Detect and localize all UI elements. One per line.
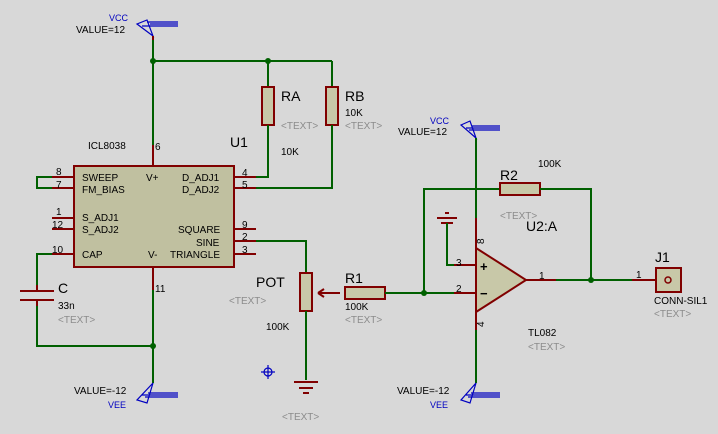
pot-value: 100K [266,322,290,333]
vee-left-name: VEE [108,400,126,410]
ic-pin-name-square: SQUARE [178,225,221,236]
vee-left-terminal[interactable]: VALUE=-12 VEE [74,382,178,410]
vee-left-value: VALUE=-12 [74,386,127,397]
cap-text: <TEXT> [58,315,95,326]
ic-pin-9: 9 [242,220,248,231]
opamp-part: TL082 [528,328,557,339]
j1-pin-1: 1 [636,270,642,281]
ic-pin-name-cap: CAP [82,250,103,261]
vcc-opamp-value: VALUE=12 [398,127,447,138]
opamp-pin-1: 1 [539,271,545,282]
ground-symbol-opamp [437,212,457,224]
ic-pin-name-vminus: V- [148,250,157,261]
ic-pin-8: 8 [56,167,62,178]
resistor-ra[interactable]: RA <TEXT> 10K [261,86,318,158]
ground-symbol: <TEXT> [282,381,319,423]
ic-pin-name-triangle: TRIANGLE [170,250,220,261]
power-arrow-icon [135,19,178,38]
power-arrow-icon [459,120,500,140]
j1-text: <TEXT> [654,309,691,320]
ic-part-name: ICL8038 [88,141,126,152]
r1-value: 100K [345,302,369,313]
ic-pin-name-s-adj2: S_ADJ2 [82,225,119,236]
ic-pin-name-vplus: V+ [146,173,159,184]
ic-pin-4: 4 [242,168,248,179]
vcc-top-name: VCC [109,13,129,23]
capacitor-c[interactable]: C 33n <TEXT> [20,280,95,326]
pot-ref: POT [256,274,285,290]
resistor-r2[interactable]: R2 100K <TEXT> [499,159,562,222]
rb-value: 10K [345,108,363,119]
ground-text: <TEXT> [282,412,319,423]
power-arrow-icon [135,382,178,404]
ic-body [73,165,235,268]
pot-text: <TEXT> [229,296,266,307]
opamp-u2a[interactable]: U2:A 3 2 1 8 4 + − TL082 <TEXT> [454,218,565,353]
ic-pin-1: 1 [56,207,62,218]
vee-opamp-name: VEE [430,400,448,410]
connector-j1[interactable]: 1 J1 CONN-SIL1 <TEXT> [632,249,708,320]
opamp-ref: U2:A [526,218,558,234]
vcc-opamp-terminal[interactable]: VCC VALUE=12 [398,116,500,140]
vcc-opamp-name: VCC [430,116,450,126]
vcc-top-terminal[interactable]: VCC VALUE=12 [76,13,178,40]
ic-pin-name-s-adj1: S_ADJ1 [82,213,119,224]
vee-opamp-value: VALUE=-12 [397,386,450,397]
opamp-pin-3: 3 [456,258,462,269]
ic-pin-3: 3 [242,245,248,256]
vcc-top-value: VALUE=12 [76,25,125,36]
ic-pin-5: 5 [242,180,248,191]
ra-value: 10K [281,147,299,158]
r1-text: <TEXT> [345,315,382,326]
ic-pin-10: 10 [52,245,64,256]
opamp-pin-8: 8 [476,238,487,244]
ic-icl8038[interactable]: ICL8038 U1 6 11 8 7 1 12 10 4 5 9 2 3 SW… [52,134,256,295]
j1-ref: J1 [655,249,670,265]
ic-pin-6: 6 [155,142,161,153]
ic-pin-name-fm-bias: FM_BIAS [82,185,125,196]
resistor-rb[interactable]: RB 10K <TEXT> [325,86,382,132]
ic-pin-2: 2 [242,232,248,243]
power-arrow-icon [459,382,500,404]
ic-pin-7: 7 [56,180,62,191]
ra-ref: RA [281,88,301,104]
ic-pin-name-sine: SINE [196,238,220,249]
r2-ref: R2 [500,167,518,183]
vee-opamp-terminal[interactable]: VALUE=-12 VEE [397,382,500,410]
potentiometer-pot[interactable]: POT <TEXT> 100K [229,272,340,333]
ic-pin-name-d-adj2: D_ADJ2 [182,185,220,196]
rb-text: <TEXT> [345,121,382,132]
origin-marker-icon [261,365,275,379]
ic-pin-12: 12 [52,220,64,231]
opamp-text: <TEXT> [528,342,565,353]
cap-value: 33n [58,301,75,312]
opamp-pin-4: 4 [476,321,487,327]
opamp-body [475,246,528,314]
r1-ref: R1 [345,270,363,286]
opamp-pin-2: 2 [456,284,462,295]
opamp-plus-sign: + [480,259,488,274]
ra-text: <TEXT> [281,121,318,132]
ic-ref: U1 [230,134,248,150]
resistor-r1[interactable]: R1 100K <TEXT> [344,270,386,326]
ic-pin-11: 11 [155,284,166,295]
cap-ref: C [58,280,68,296]
rb-ref: RB [345,88,364,104]
r2-value: 100K [538,159,562,170]
ic-pin-name-d-adj1: D_ADJ1 [182,173,220,184]
opamp-minus-sign: − [480,286,488,301]
j1-part: CONN-SIL1 [654,296,708,307]
ic-pin-name-sweep: SWEEP [82,173,118,184]
r2-text: <TEXT> [500,211,537,222]
